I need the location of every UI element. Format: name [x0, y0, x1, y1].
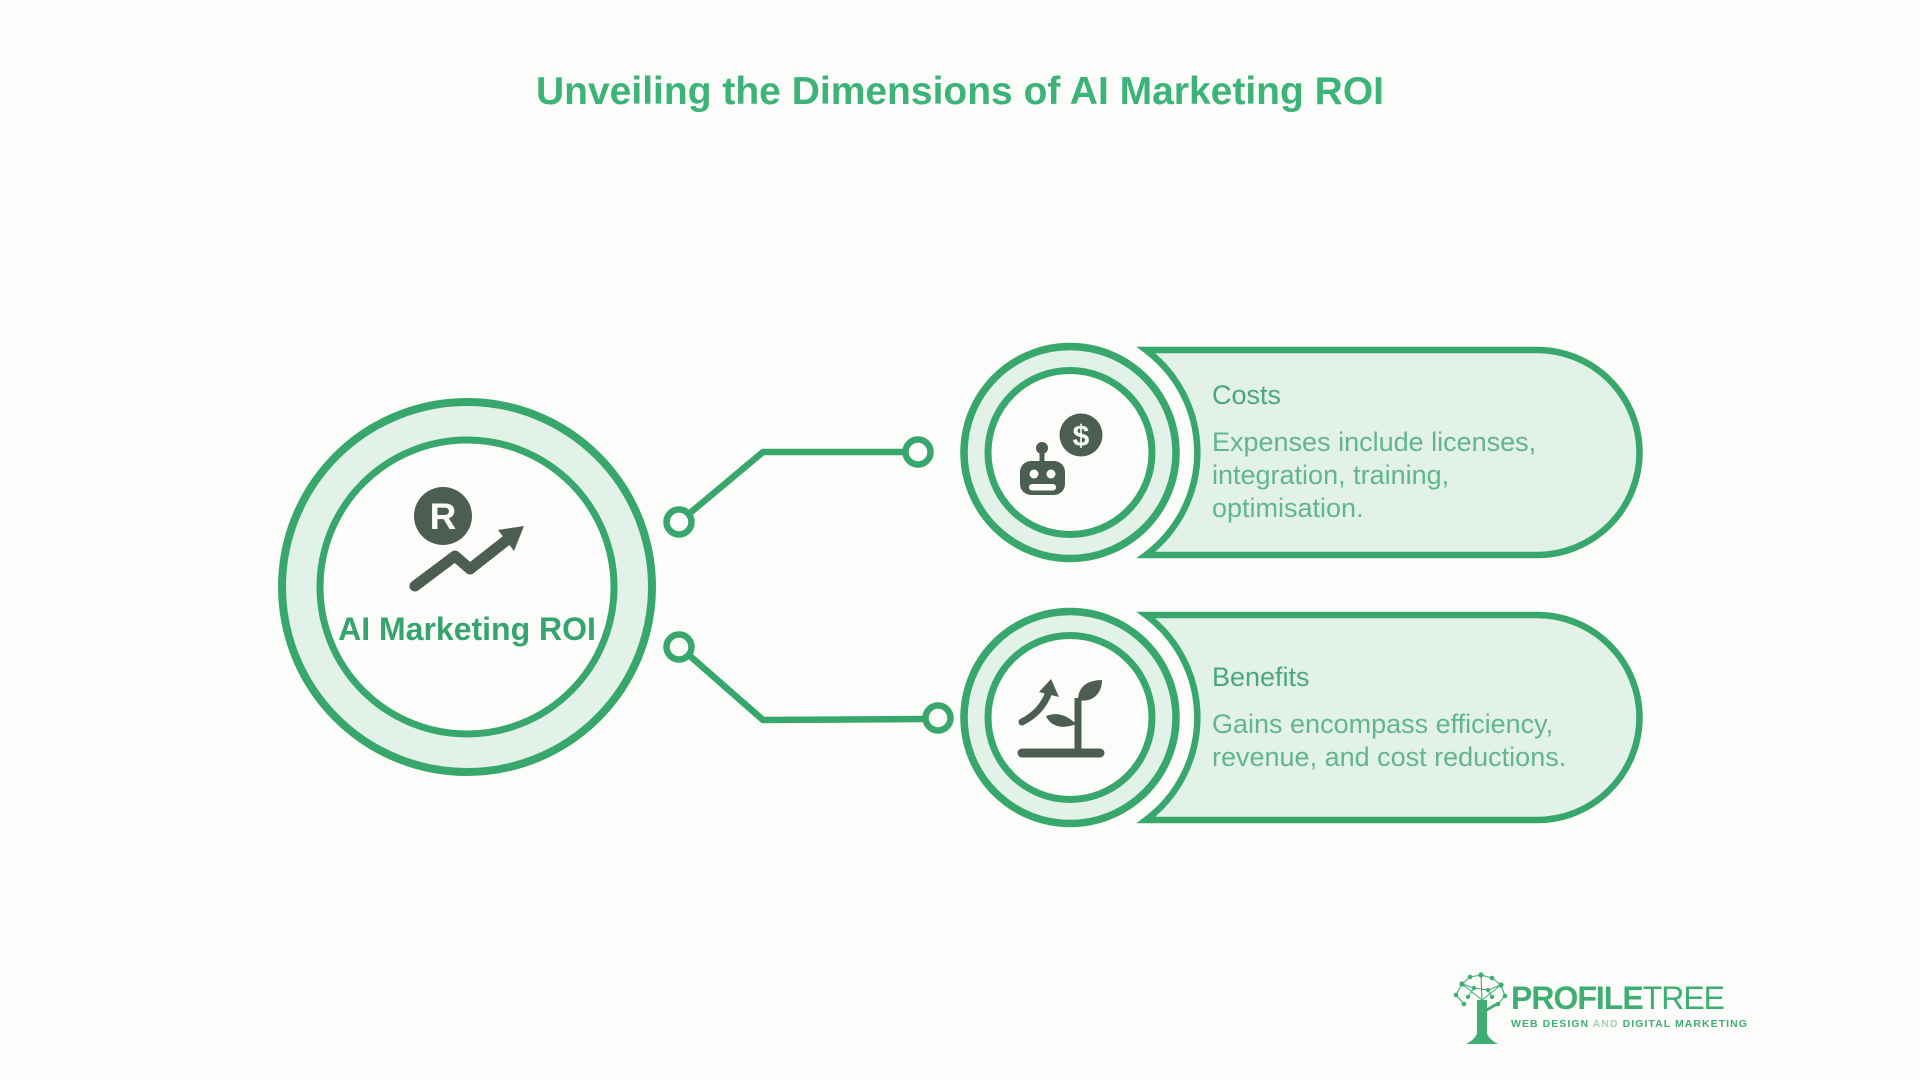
costs-card: Costs Expenses include licenses, integra…: [1212, 350, 1612, 555]
sprout-leaf-left: [1046, 714, 1076, 727]
connector-costs-end-dot: [902, 436, 934, 468]
growth-arrow-curve: [1018, 688, 1053, 726]
logo-wordmark: PROFILETREE: [1511, 981, 1771, 1015]
trend-arrowhead: [498, 526, 524, 551]
connector-costs: [663, 436, 934, 538]
center-node: R: [278, 398, 656, 776]
profiletree-tree-icon: [1453, 972, 1508, 1044]
trend-zigzag-line: [409, 534, 513, 592]
center-inner-ring: [316, 436, 618, 738]
benefits-branch: [960, 607, 1643, 828]
roi-trend-icon: R: [409, 487, 524, 592]
connector-benefits-start-dot: [663, 631, 695, 663]
robot-dollar-icon: $: [1020, 413, 1103, 495]
robot-eye-right: [1046, 469, 1056, 479]
connector-costs-line: [686, 448, 907, 517]
connector-benefits-end-dot: [922, 702, 954, 734]
benefits-inner-ring: [984, 632, 1156, 803]
logo-tagline-left: WEB DESIGN: [1511, 1018, 1590, 1030]
logo-tagline-right: DIGITAL MARKETING: [1622, 1018, 1748, 1030]
logo-wordmark-light: TREE: [1642, 980, 1725, 1016]
tree-trunk: [1466, 1000, 1498, 1044]
robot-mouth: [1029, 484, 1056, 491]
costs-card-title: Costs: [1212, 380, 1282, 410]
costs-pill: [1136, 346, 1643, 559]
center-node-label: AI Marketing ROI: [338, 611, 596, 647]
robot-antenna-ball: [1036, 442, 1048, 454]
tree-mesh: [1455, 974, 1506, 1005]
roi-badge-letter: R: [430, 496, 457, 537]
benefits-card-description: Gains encompass efficiency, revenue, and…: [1212, 708, 1567, 772]
costs-card-description: Expenses include licenses, integration, …: [1212, 427, 1537, 523]
benefits-pill: [1136, 611, 1643, 824]
logo-wordmark-bold: PROFILE: [1511, 980, 1644, 1016]
connector-costs-start-dot: [663, 506, 695, 538]
benefits-card: Benefits Gains encompass efficiency, rev…: [1212, 615, 1612, 820]
growth-arrowhead: [1039, 679, 1059, 697]
dollar-symbol: $: [1073, 420, 1090, 453]
sprout-leaf-right: [1078, 680, 1102, 701]
tree-branch: [1482, 1002, 1498, 1014]
tree-nodes: [1453, 972, 1508, 1007]
costs-branch: $: [960, 342, 1643, 563]
logo-tagline: WEB DESIGN AND DIGITAL MARKETING: [1511, 1018, 1771, 1030]
connector-benefits: [663, 631, 954, 734]
connector-benefits-line: [686, 652, 927, 724]
dollar-coin: [1059, 413, 1103, 457]
roi-badge-circle: [414, 487, 472, 545]
page-title: Unveiling the Dimensions of AI Marketing…: [536, 70, 1384, 113]
profiletree-logo: PROFILETREE WEB DESIGN AND DIGITAL MARKE…: [1511, 981, 1771, 1030]
benefits-card-title: Benefits: [1212, 661, 1310, 692]
logo-tagline-and: AND: [1592, 1018, 1619, 1030]
growth-sprout-icon: [1017, 679, 1105, 758]
robot-eye-left: [1029, 469, 1039, 479]
